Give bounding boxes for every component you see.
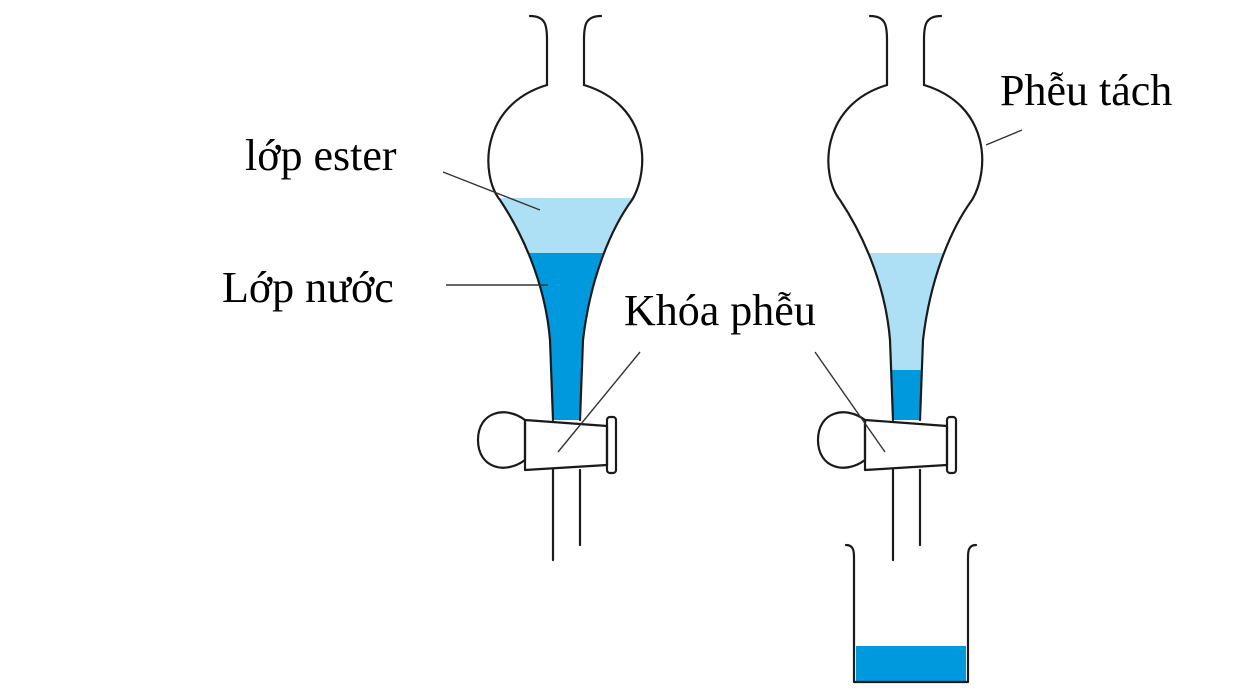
stopcock-left-barrel bbox=[523, 418, 609, 472]
funnel-right bbox=[816, 14, 984, 562]
ester-layer-liquid bbox=[828, 253, 983, 370]
stopcock-right bbox=[816, 411, 958, 475]
label-water-layer: Lớp nước bbox=[222, 263, 394, 312]
funnel-right-body bbox=[827, 83, 984, 422]
funnel-left-stem bbox=[551, 468, 582, 562]
leader-stopcock-left bbox=[557, 351, 641, 453]
leader-ester bbox=[442, 171, 541, 211]
label-ester-layer: lớp ester bbox=[245, 131, 397, 180]
funnel-left-neck bbox=[528, 14, 603, 87]
funnel-right-neck bbox=[868, 14, 943, 87]
funnel-right-liquids bbox=[828, 253, 983, 420]
beaker bbox=[844, 543, 978, 684]
label-stopcock: Khóa phễu bbox=[624, 286, 816, 335]
funnel-right-stem bbox=[891, 468, 922, 562]
stopcock-right-cap bbox=[945, 415, 958, 475]
water-layer-liquid bbox=[488, 253, 643, 420]
stopcock-right-handle bbox=[816, 411, 867, 469]
leader-stopcock-right bbox=[814, 351, 886, 453]
label-separatory-funnel: Phễu tách bbox=[1000, 66, 1172, 115]
beaker-liquid bbox=[856, 646, 966, 681]
leader-funnel bbox=[985, 129, 1023, 146]
stopcock-right-barrel bbox=[863, 418, 949, 472]
funnel-left-body bbox=[487, 83, 644, 422]
ester-layer-liquid bbox=[488, 198, 643, 253]
stopcock-left-cap bbox=[605, 415, 618, 475]
stopcock-left-handle bbox=[476, 411, 527, 469]
stopcock-left bbox=[476, 411, 618, 475]
beaker-outline bbox=[844, 543, 978, 684]
